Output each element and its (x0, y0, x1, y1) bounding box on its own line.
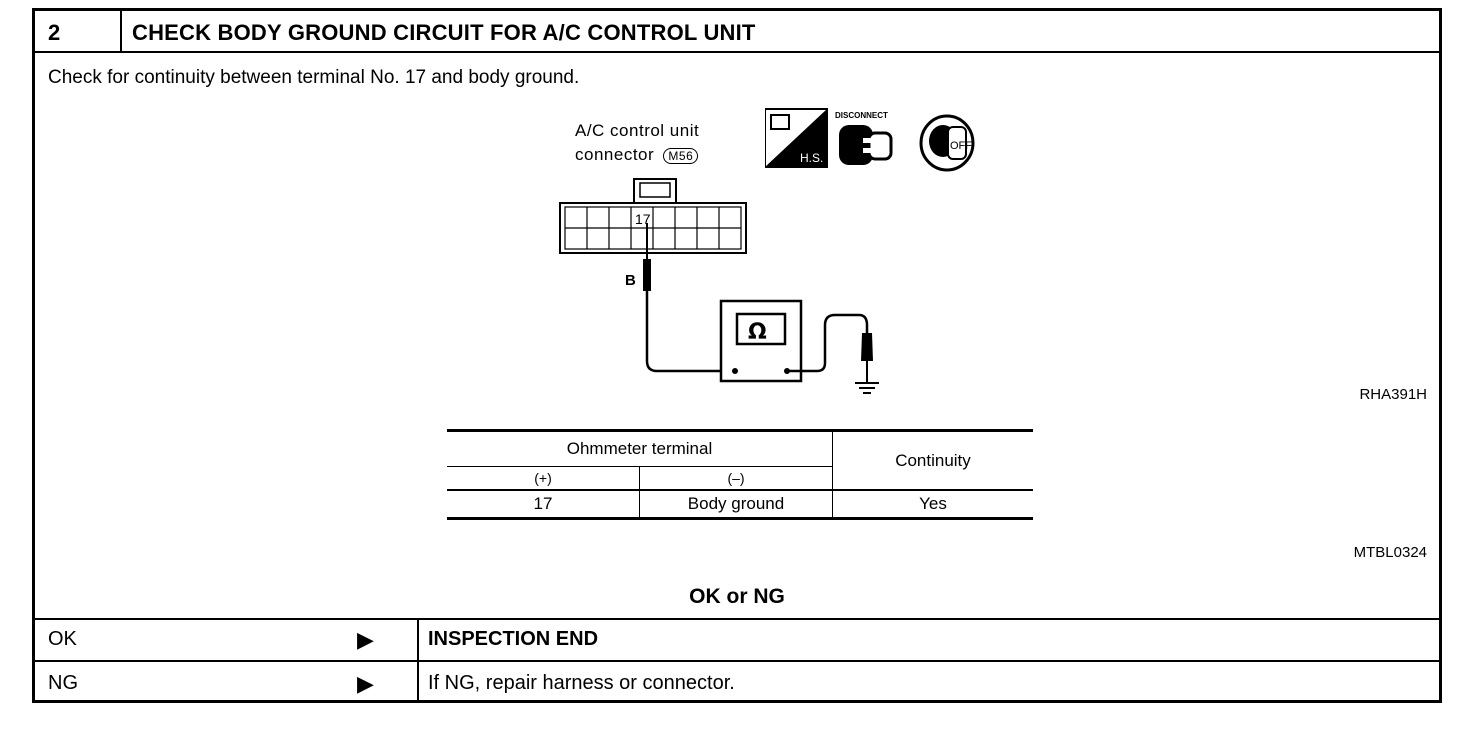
ohmmeter-table: Ohmmeter terminal Continuity (+) (–) 17 … (447, 429, 1033, 520)
result-ng-arrow-icon: ▶ (357, 671, 374, 696)
cell-minus: Body ground (639, 489, 833, 520)
cell-continuity: Yes (832, 489, 1033, 520)
hs-icon: H.S. (765, 108, 828, 168)
step-number: 2 (48, 20, 61, 45)
result-ng-label: NG (48, 672, 78, 694)
result-ng-text: If NG, repair harness or connector. (428, 672, 735, 694)
decision-title: OK or NG (689, 585, 785, 608)
cell-plus: 17 (447, 489, 640, 520)
ignition-off-icon: OFF (919, 114, 975, 172)
wire-color: B (625, 272, 636, 289)
result-rule-top (35, 618, 1439, 620)
header-ohmmeter-terminal: Ohmmeter terminal (447, 429, 833, 467)
header-continuity: Continuity (832, 429, 1033, 490)
connector-id-badge: M56 (663, 148, 699, 164)
header-rule (35, 51, 1439, 53)
test-lead-negative (787, 313, 869, 373)
inspection-step-frame: 2 CHECK BODY GROUND CIRCUIT FOR A/C CONT… (32, 8, 1442, 703)
circuit-diagram: 17 B Ω (559, 178, 879, 394)
terminal-number: 17 (635, 211, 651, 227)
connector-label-line2: connector (575, 145, 655, 164)
svg-text:DISCONNECT: DISCONNECT (835, 111, 888, 120)
test-lead-positive (645, 291, 733, 373)
result-ok-arrow-icon: ▶ (357, 627, 374, 652)
connector-m56 (559, 178, 747, 254)
probe-positive (643, 223, 651, 291)
result-ok-text: INSPECTION END (428, 628, 599, 650)
svg-text:H.S.: H.S. (800, 151, 823, 165)
probe-negative (861, 333, 873, 383)
figure-code: RHA391H (1359, 386, 1427, 403)
disconnect-icon: DISCONNECT (835, 111, 893, 165)
ohm-symbol: Ω (748, 320, 767, 345)
ground-icon (855, 382, 879, 394)
header-divider (120, 11, 122, 51)
table-row: 17 Body ground Yes (447, 489, 1033, 520)
header-minus: (–) (639, 466, 833, 490)
table-code: MTBL0324 (1353, 544, 1427, 561)
connector-label-line1: A/C control unit (575, 121, 700, 140)
procedure-icons: H.S. DISCONNECT OFF (765, 108, 975, 172)
result-rule-middle (35, 660, 1439, 662)
result-ok-label: OK (48, 628, 77, 650)
connector-label: A/C control unit connector M56 (575, 121, 699, 165)
step-title: CHECK BODY GROUND CIRCUIT FOR A/C CONTRO… (132, 20, 756, 45)
svg-text:OFF: OFF (950, 140, 972, 152)
header-plus: (+) (447, 466, 640, 490)
ohmmeter: Ω (719, 299, 803, 383)
instruction-text: Check for continuity between terminal No… (48, 67, 580, 88)
